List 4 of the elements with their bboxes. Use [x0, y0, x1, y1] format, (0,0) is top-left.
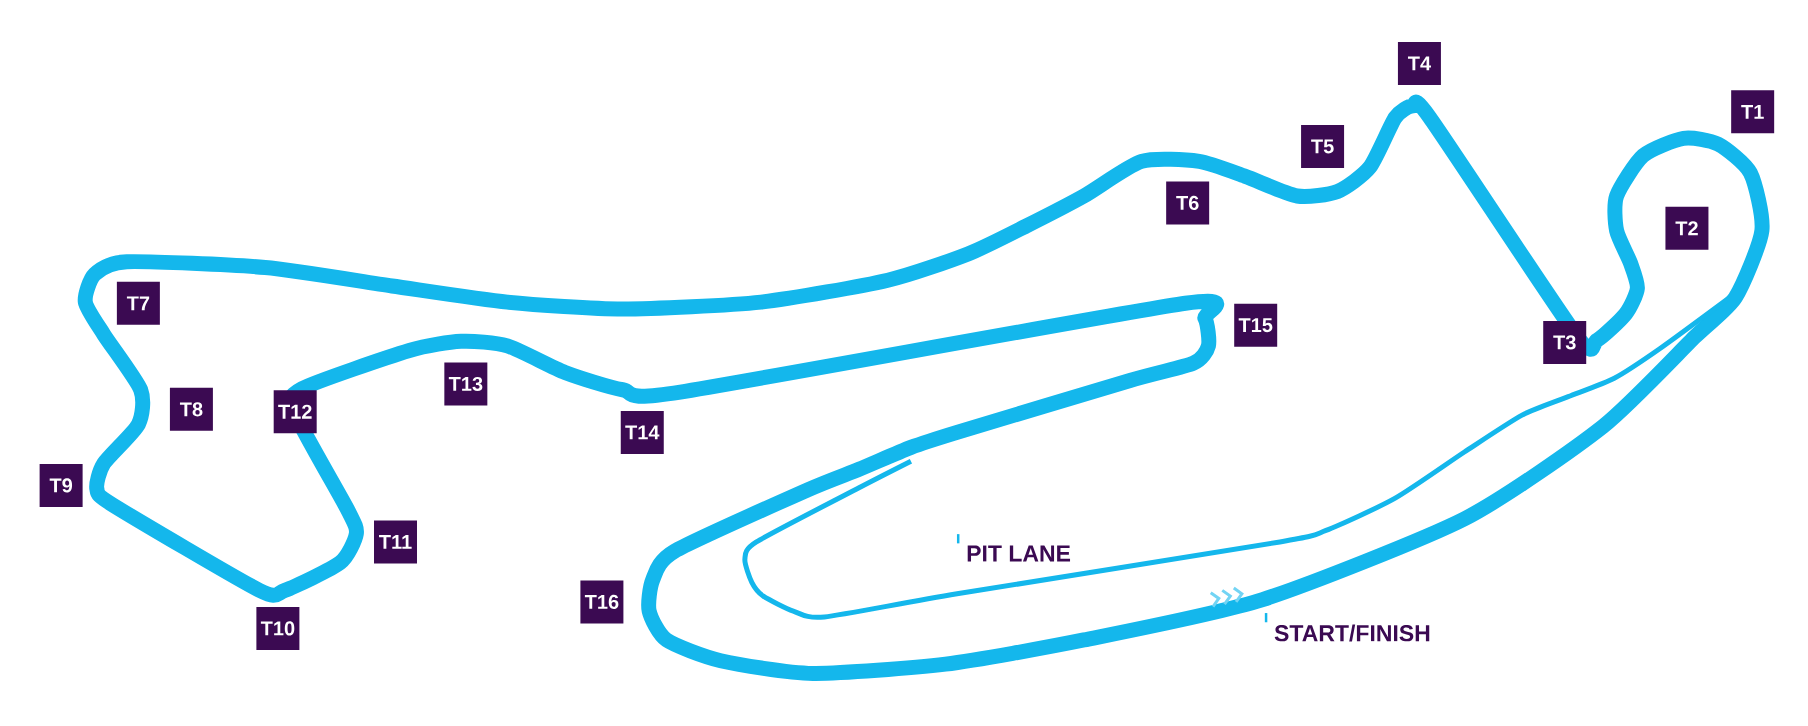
- track-label: START/FINISH: [1274, 624, 1430, 642]
- leader-line: [956, 533, 960, 544]
- track-label: PIT LANE: [967, 545, 1071, 562]
- leader-line: [1264, 612, 1268, 623]
